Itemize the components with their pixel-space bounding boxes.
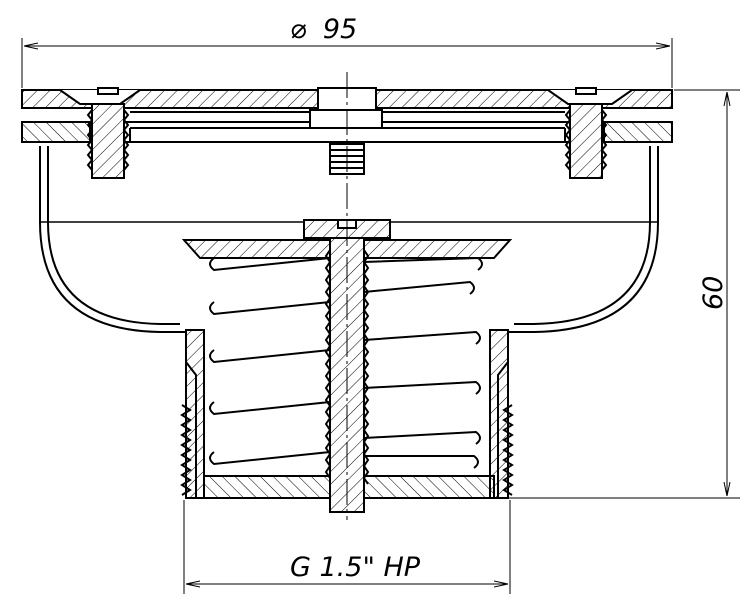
height-label: 60 bbox=[698, 276, 729, 310]
height-dimension bbox=[508, 89, 740, 499]
thread-label: G 1.5" HP bbox=[290, 552, 421, 583]
top-flange bbox=[21, 87, 673, 111]
left-bolt bbox=[86, 103, 130, 179]
diameter-dimension bbox=[21, 38, 673, 88]
diameter-label: ⌀ 95 bbox=[290, 14, 357, 45]
thread-dimension bbox=[183, 500, 511, 594]
right-bolt bbox=[564, 103, 608, 179]
diameter-value: 95 bbox=[323, 14, 357, 45]
diameter-symbol: ⌀ bbox=[290, 14, 307, 45]
spring-plate bbox=[181, 239, 513, 259]
